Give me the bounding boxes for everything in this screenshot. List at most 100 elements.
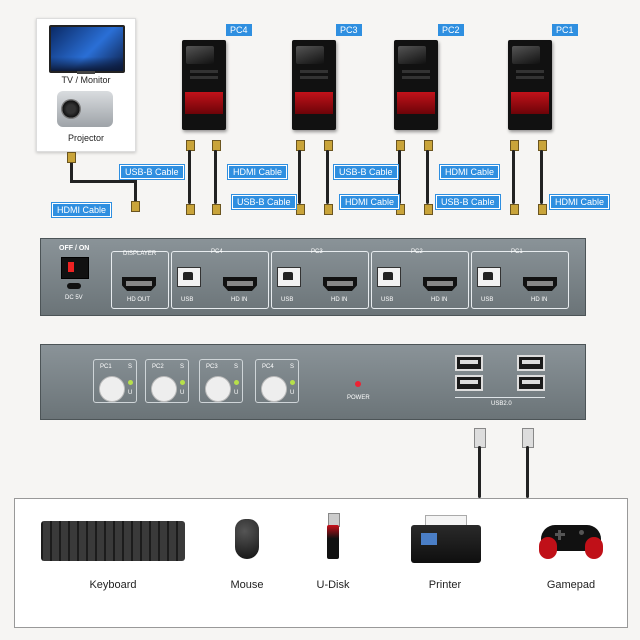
keyboard-icon bbox=[41, 521, 185, 561]
pc1-tower-icon bbox=[508, 40, 552, 130]
mouse-label: Mouse bbox=[230, 579, 264, 591]
dc-label: DC 5V bbox=[65, 295, 83, 301]
pc2-switch-button[interactable] bbox=[151, 376, 177, 402]
usb-a-port[interactable] bbox=[517, 355, 545, 371]
u-label: U bbox=[290, 390, 295, 396]
power-led bbox=[355, 381, 361, 387]
usb-b-cable-label: USB-B Cable bbox=[120, 165, 184, 179]
hdmi-out-port[interactable] bbox=[122, 277, 156, 291]
pc2-hdmi-in-port[interactable] bbox=[423, 277, 457, 291]
power-switch[interactable] bbox=[61, 257, 89, 279]
hd-in-label: HD IN bbox=[431, 297, 448, 303]
led-indicator bbox=[180, 380, 185, 385]
pc2-group-label: PC2 bbox=[411, 249, 423, 255]
pc2-tower-icon bbox=[394, 40, 438, 130]
hdmi-cable-label: HDMI Cable bbox=[550, 195, 610, 209]
u-disk-label: U-Disk bbox=[316, 579, 350, 591]
dc-port[interactable] bbox=[67, 283, 81, 289]
pc3-port-group bbox=[271, 251, 369, 309]
keyboard-label: Keyboard bbox=[89, 579, 137, 591]
pc3-label: PC3 bbox=[336, 24, 362, 36]
s-label: S bbox=[128, 364, 133, 370]
displayer-port-group bbox=[111, 251, 169, 309]
pc3-group-label: PC3 bbox=[311, 249, 323, 255]
pc3-switch-group: PC3 S U bbox=[199, 359, 243, 403]
power-switch-label: OFF / ON bbox=[59, 245, 90, 252]
tv-icon bbox=[49, 25, 125, 73]
usb-a-plug-icon bbox=[474, 428, 486, 448]
usb-label: USB bbox=[481, 297, 494, 303]
pc1-label: PC1 bbox=[552, 24, 578, 36]
usb-b-cable-label: USB-B Cable bbox=[232, 195, 296, 209]
pc4-usb-b-port[interactable] bbox=[177, 267, 201, 287]
pc4-button-label: PC4 bbox=[262, 364, 274, 370]
usb-a-port[interactable] bbox=[517, 375, 545, 391]
u-label: U bbox=[234, 390, 239, 396]
pc2-button-label: PC2 bbox=[152, 364, 164, 370]
led-indicator bbox=[290, 380, 295, 385]
pc3-usb-b-port[interactable] bbox=[277, 267, 301, 287]
pc4-group-label: PC4 bbox=[211, 249, 223, 255]
pc1-button-label: PC1 bbox=[100, 364, 112, 370]
hdmi-plug-icon bbox=[131, 201, 140, 212]
hdmi-cable-label: HDMI Cable bbox=[340, 195, 400, 209]
pc4-switch-button[interactable] bbox=[261, 376, 287, 402]
usb-b-cable bbox=[188, 150, 191, 204]
usb-a-port[interactable] bbox=[455, 355, 483, 371]
led-indicator bbox=[128, 380, 133, 385]
u-label: U bbox=[128, 390, 133, 396]
usb-drive-icon bbox=[327, 513, 340, 559]
projector-label: Projector bbox=[67, 133, 104, 143]
hd-in-label: HD IN bbox=[231, 297, 248, 303]
hd-in-label: HD IN bbox=[531, 297, 548, 303]
hdmi-cable-label: HDMI Cable bbox=[228, 165, 288, 179]
peripherals-box: Keyboard Mouse U-Disk Printer Gamepad bbox=[14, 498, 628, 628]
usb-label: USB bbox=[281, 297, 294, 303]
pc3-hdmi-in-port[interactable] bbox=[323, 277, 357, 291]
pc2-switch-group: PC2 S U bbox=[145, 359, 189, 403]
displayer-label: DISPLAYER bbox=[123, 251, 157, 257]
pc2-usb-b-port[interactable] bbox=[377, 267, 401, 287]
kvm-front-panel: PC1 S U PC2 S U PC3 S U PC4 S U POWER US… bbox=[40, 344, 586, 420]
hd-out-label: HD OUT bbox=[127, 297, 150, 303]
usb-label: USB2.0 bbox=[491, 401, 512, 407]
display-hdmi-cable bbox=[70, 158, 73, 182]
u-label: U bbox=[180, 390, 185, 396]
pc4-port-group bbox=[171, 251, 269, 309]
pc1-port-group bbox=[471, 251, 569, 309]
usb-label: USB bbox=[181, 297, 194, 303]
usb-b-cable-label: USB-B Cable bbox=[334, 165, 398, 179]
display-hdmi-cable-label: HDMI Cable bbox=[52, 203, 112, 217]
pc1-switch-button[interactable] bbox=[99, 376, 125, 402]
s-label: S bbox=[234, 364, 239, 370]
pc1-switch-group: PC1 S U bbox=[93, 359, 137, 403]
usb-label: USB bbox=[381, 297, 394, 303]
pc1-usb-b-port[interactable] bbox=[477, 267, 501, 287]
pc4-switch-group: PC4 S U bbox=[255, 359, 299, 403]
tv-label: TV / Monitor bbox=[61, 75, 111, 85]
pc3-switch-button[interactable] bbox=[205, 376, 231, 402]
projector-icon bbox=[57, 91, 113, 127]
usb-b-cable-label: USB-B Cable bbox=[436, 195, 500, 209]
usb-a-plug-icon bbox=[522, 428, 534, 448]
hd-in-label: HD IN bbox=[331, 297, 348, 303]
hdmi-cable bbox=[214, 150, 217, 204]
s-label: S bbox=[180, 364, 185, 370]
s-label: S bbox=[290, 364, 295, 370]
pc1-hdmi-in-port[interactable] bbox=[523, 277, 557, 291]
hdmi-cable-label: HDMI Cable bbox=[440, 165, 500, 179]
pc4-tower-icon bbox=[182, 40, 226, 130]
usb-a-port[interactable] bbox=[455, 375, 483, 391]
pc4-label: PC4 bbox=[226, 24, 252, 36]
pc3-tower-icon bbox=[292, 40, 336, 130]
display-box: TV / Monitor Projector bbox=[36, 18, 136, 152]
gamepad-icon bbox=[539, 521, 603, 559]
kvm-back-panel: OFF / ON DC 5V DISPLAYER HD OUT PC4 USB … bbox=[40, 238, 586, 316]
pc4-hdmi-in-port[interactable] bbox=[223, 277, 257, 291]
mouse-icon bbox=[235, 519, 259, 559]
led-indicator bbox=[234, 380, 239, 385]
pc2-port-group bbox=[371, 251, 469, 309]
power-label: POWER bbox=[347, 395, 370, 401]
gamepad-label: Gamepad bbox=[546, 579, 596, 591]
pc1-group-label: PC1 bbox=[511, 249, 523, 255]
